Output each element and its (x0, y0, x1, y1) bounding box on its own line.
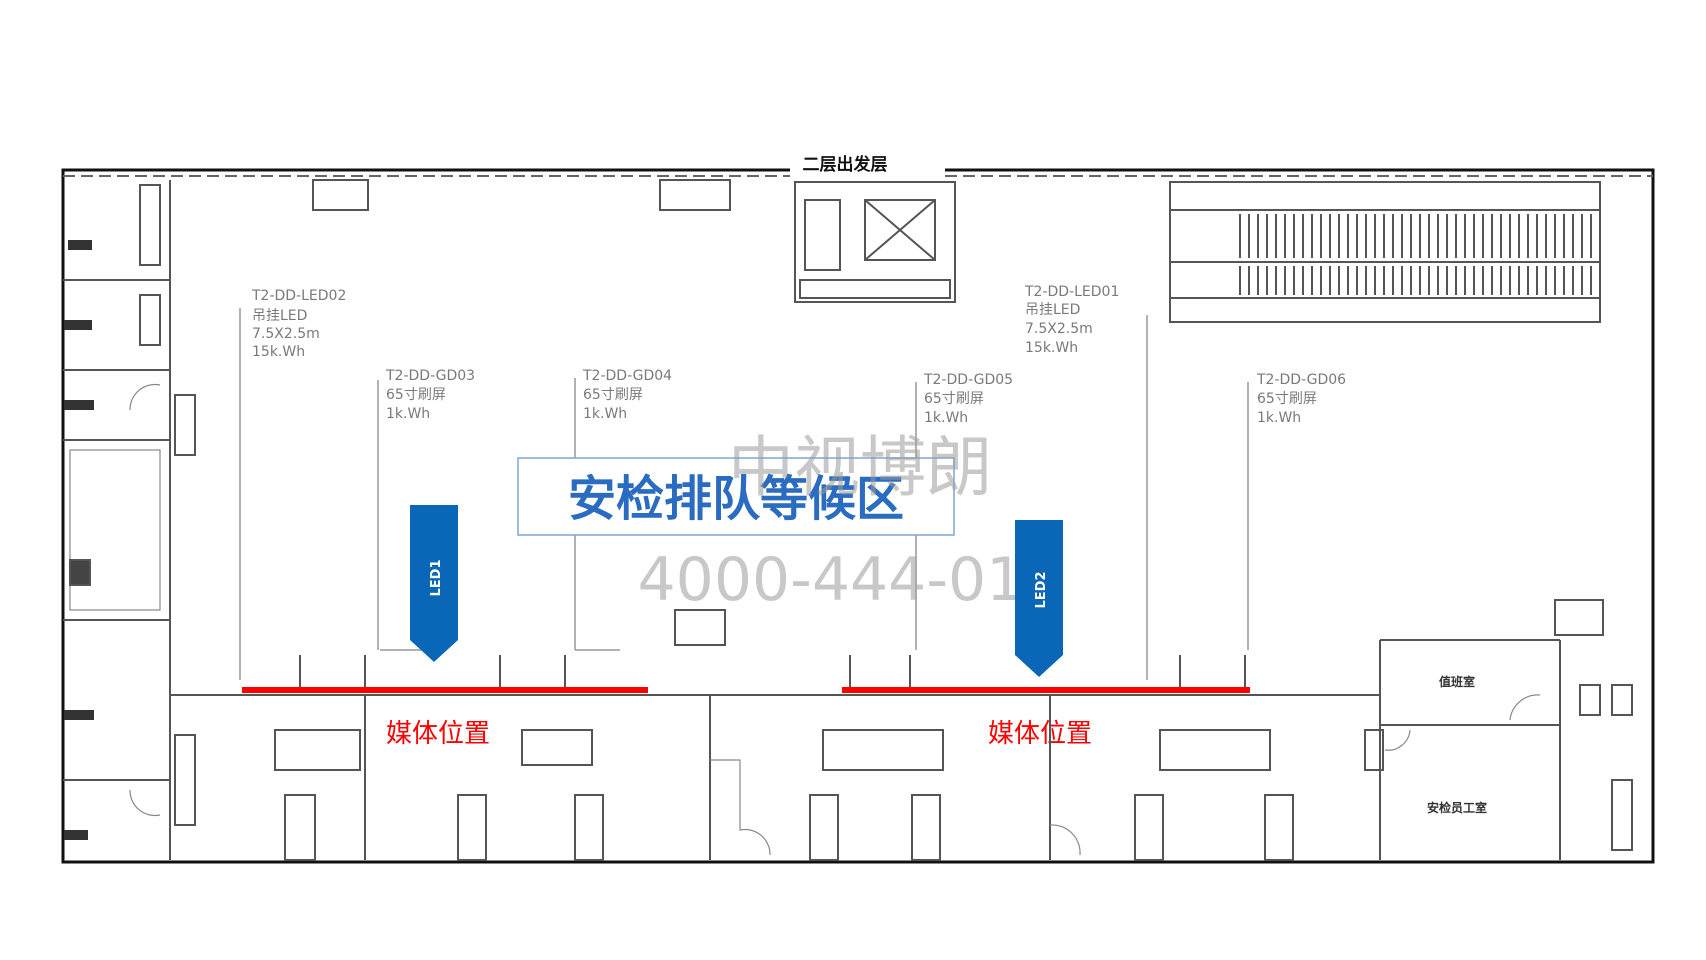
callout-line: 65寸刷屏 (386, 387, 446, 403)
zone-title: 安检排队等候区 (568, 471, 904, 527)
callout-line: 15k.Wh (252, 344, 305, 360)
callout-line: 65寸刷屏 (583, 387, 643, 403)
callout-gd05: T2-DD-GD05 65寸刷屏 1k.Wh (923, 372, 1013, 426)
watermark-phone: 4000-444-010 (637, 545, 1062, 615)
callout-line: 7.5X2.5m (252, 326, 320, 342)
escalator (1169, 181, 1601, 323)
led1-marker: LED1 (410, 505, 458, 662)
callout-line: 1k.Wh (583, 406, 627, 422)
callout-line: 65寸刷屏 (1257, 391, 1317, 407)
left-rooms (63, 180, 196, 860)
led2-label: LED2 (1034, 571, 1049, 608)
callout-line: 吊挂LED (1025, 302, 1080, 318)
zone-title-box (517, 457, 955, 536)
callout-leaders (239, 308, 1249, 680)
callout-line: T2-DD-GD04 (582, 368, 672, 384)
callout-line: 15k.Wh (1025, 340, 1078, 356)
callout-line: T2-DD-GD03 (385, 368, 475, 384)
room-label-duty: 值班室 (1439, 674, 1475, 689)
left-room-labels (64, 240, 94, 840)
callout-line: 7.5X2.5m (1025, 321, 1093, 337)
callout-line: T2-DD-GD05 (923, 372, 1013, 388)
top-fragments (312, 179, 731, 211)
callout-line: 1k.Wh (386, 406, 430, 422)
callout-gd04: T2-DD-GD04 65寸刷屏 1k.Wh (582, 368, 672, 422)
elevator-core (794, 181, 956, 303)
callout-line: T2-DD-GD06 (1256, 372, 1346, 388)
callout-gd03: T2-DD-GD03 65寸刷屏 1k.Wh (385, 368, 475, 422)
callout-line: 65寸刷屏 (924, 391, 984, 407)
security-lanes (274, 695, 1294, 861)
callout-led01: T2-DD-LED01 吊挂LED 7.5X2.5m 15k.Wh (1024, 284, 1119, 356)
callout-line: T2-DD-LED01 (1024, 284, 1119, 300)
media-label-left: 媒体位置 (386, 719, 490, 749)
right-rooms (1364, 599, 1633, 860)
callout-led02: T2-DD-LED02 吊挂LED 7.5X2.5m 15k.Wh (251, 288, 346, 360)
led2-marker: LED2 (1015, 520, 1063, 677)
callout-line: T2-DD-LED02 (251, 288, 346, 304)
callout-line: 1k.Wh (924, 410, 968, 426)
gate-posts (299, 655, 1246, 690)
watermark-company: 中视博朗 (728, 429, 992, 506)
callout-gd06: T2-DD-GD06 65寸刷屏 1k.Wh (1256, 372, 1346, 426)
center-fixture (674, 609, 726, 646)
led1-label: LED1 (429, 559, 444, 596)
floor-title: 二层出发层 (803, 154, 888, 175)
callout-line: 1k.Wh (1257, 410, 1301, 426)
callout-line: 吊挂LED (252, 308, 307, 324)
media-label-right: 媒体位置 (988, 719, 1092, 749)
room-label-staff: 安检员工室 (1427, 800, 1487, 815)
